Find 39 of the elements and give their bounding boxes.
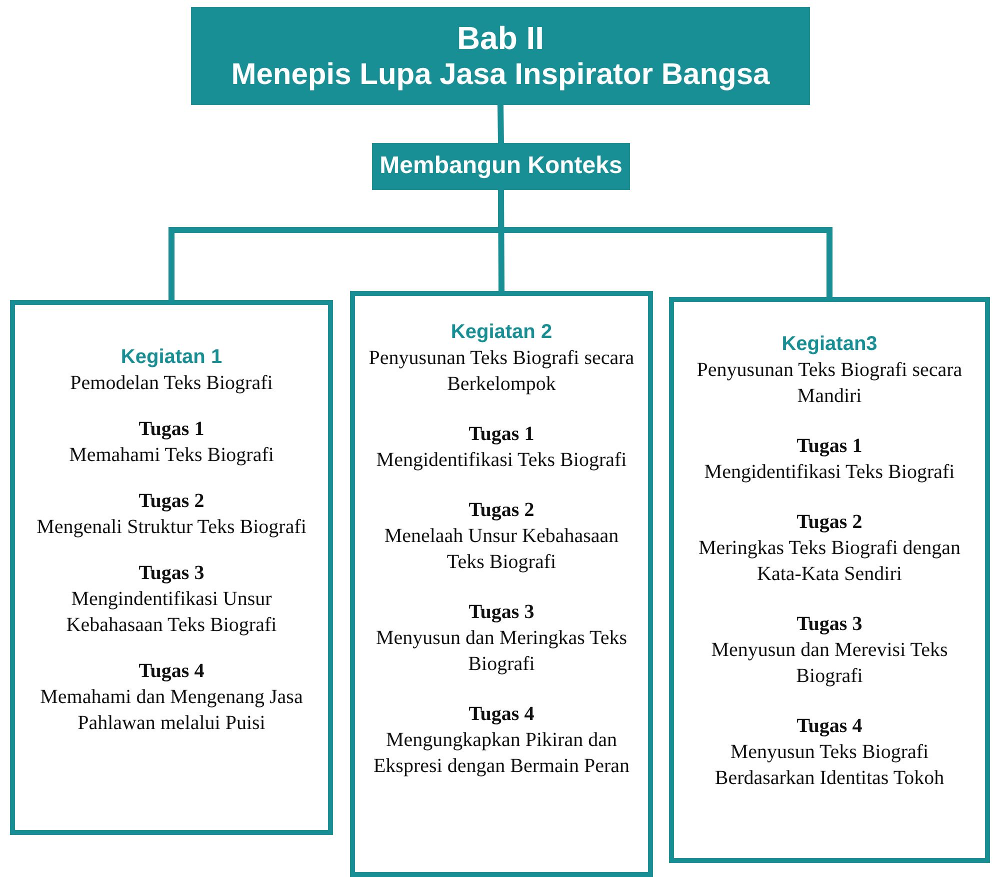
task-description: Mengindentifikasi Unsur Kebahasaan Teks Biografi (65, 587, 278, 638)
task-heading: Tugas 4 (468, 702, 534, 727)
task-description: Mengidentifikasi Teks Biografi (704, 460, 955, 485)
task-heading: Tugas 1 (796, 434, 862, 459)
task-heading: Tugas 3 (468, 600, 534, 625)
title-text: Menepis Lupa Jasa Inspirator Bangsa (231, 57, 770, 94)
title-text: Membangun Konteks (380, 152, 622, 181)
task-description: Mengenali Struktur Teks Biografi (36, 515, 306, 540)
connector-line (498, 104, 504, 144)
activity-heading: Kegiatan3 (782, 332, 878, 357)
task-heading: Tugas 2 (138, 489, 204, 514)
activity-panel (10, 300, 333, 835)
task-heading: Tugas 1 (468, 422, 534, 447)
task-heading: Tugas 4 (796, 714, 862, 739)
task-description: Menyusun dan Meringkas Teks Biografi (375, 626, 628, 677)
task-description: Memahami Teks Biografi (69, 443, 274, 468)
activity-panel (350, 291, 653, 877)
task-description: Menyusun dan Merevisi Teks Biografi (710, 638, 949, 689)
task-description: Memahami dan Mengenang Jasa Pahlawan melalui Puisi (39, 685, 304, 736)
activity-heading: Kegiatan 2 (450, 320, 552, 345)
activity-heading: Kegiatan 1 (120, 345, 222, 370)
task-description: Mengungkapkan Pikiran dan Ekspresi dengan Bermain Peran (372, 728, 631, 779)
task-heading: Tugas 3 (138, 561, 204, 586)
activity-panel (669, 297, 990, 863)
task-heading: Tugas 2 (796, 510, 862, 535)
task-description: Penyusunan Teks Biografi secara Berkelompok (368, 346, 636, 397)
task-heading: Tugas 3 (796, 612, 862, 637)
title-text: Bab II (456, 18, 544, 58)
task-heading: Tugas 1 (138, 417, 204, 442)
task-description: Mengidentifikasi Teks Biografi (376, 448, 627, 473)
title-box (191, 7, 810, 105)
task-description: Menelaah Unsur Kebahasaan Teks Biografi (383, 524, 620, 575)
task-heading: Tugas 2 (468, 498, 534, 523)
section-box (372, 143, 630, 190)
task-description: Pemodelan Teks Biografi (70, 371, 273, 396)
task-heading: Tugas 4 (138, 659, 204, 684)
task-description: Penyusunan Teks Biografi secara Mandiri (696, 358, 964, 409)
task-description: Meringkas Teks Biografi dengan Kata-Kata Sendiri (697, 536, 962, 587)
task-description: Menyusun Teks Biografi Berdasarkan Identitas Tokoh (714, 740, 946, 791)
